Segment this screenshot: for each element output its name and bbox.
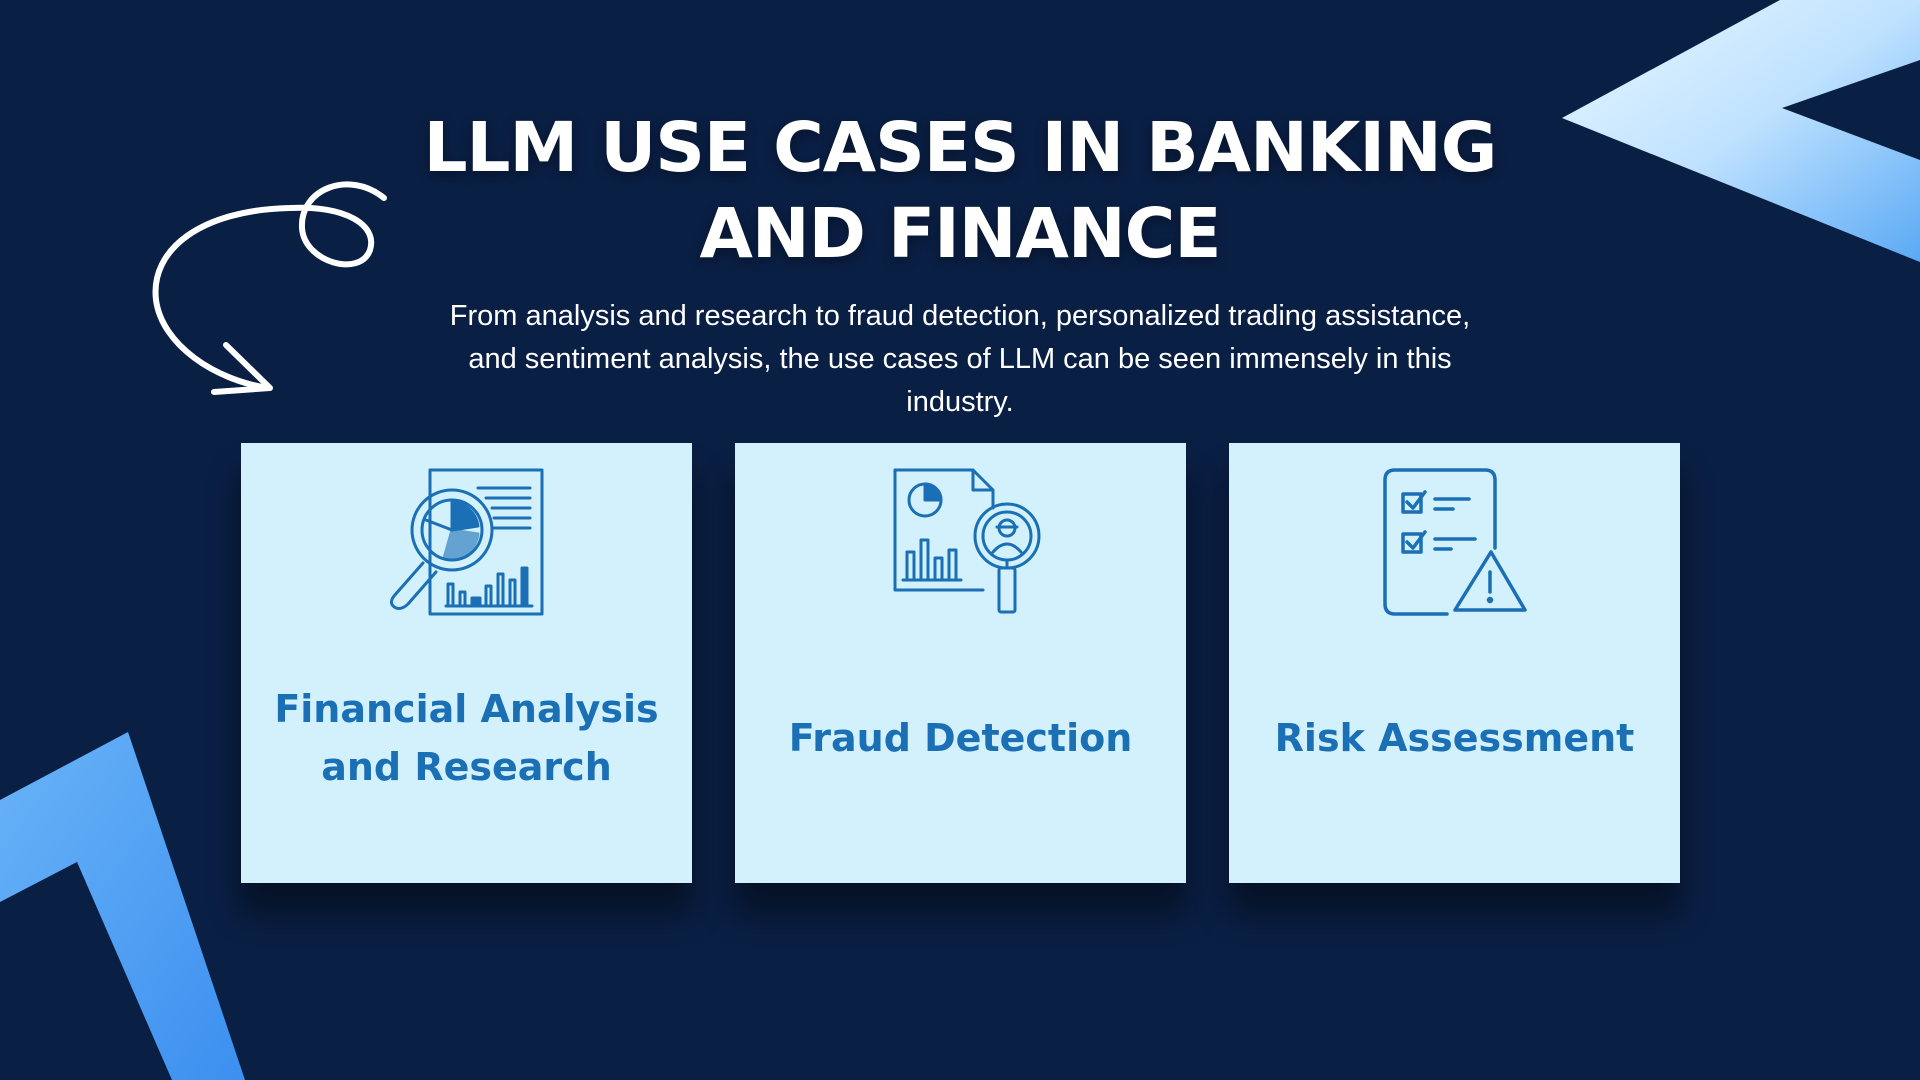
- bottom-left-chevron-shape: [0, 732, 245, 1080]
- page-title: LLM USE CASES IN BANKING AND FINANCE: [423, 108, 1498, 274]
- card-label: Risk Assessment: [1274, 716, 1635, 760]
- fraud-detection-icon: [735, 468, 1186, 618]
- card-label: Fraud Detection: [788, 716, 1133, 760]
- financial-report-magnifier-icon: [241, 468, 692, 618]
- top-right-chevron-shape: [1562, 0, 1920, 262]
- card-risk-assessment: Risk Assessment: [1229, 443, 1680, 883]
- curly-arrow-icon: [152, 181, 387, 395]
- use-case-cards: Financial Analysis and Research: [241, 443, 1681, 883]
- card-label: Financial Analysis and Research: [274, 687, 659, 789]
- risk-checklist-warning-icon: [1229, 468, 1680, 618]
- card-fraud-detection: Fraud Detection: [735, 443, 1186, 883]
- card-financial-analysis: Financial Analysis and Research: [241, 443, 692, 883]
- page-subtitle: From analysis and research to fraud dete…: [449, 300, 1471, 418]
